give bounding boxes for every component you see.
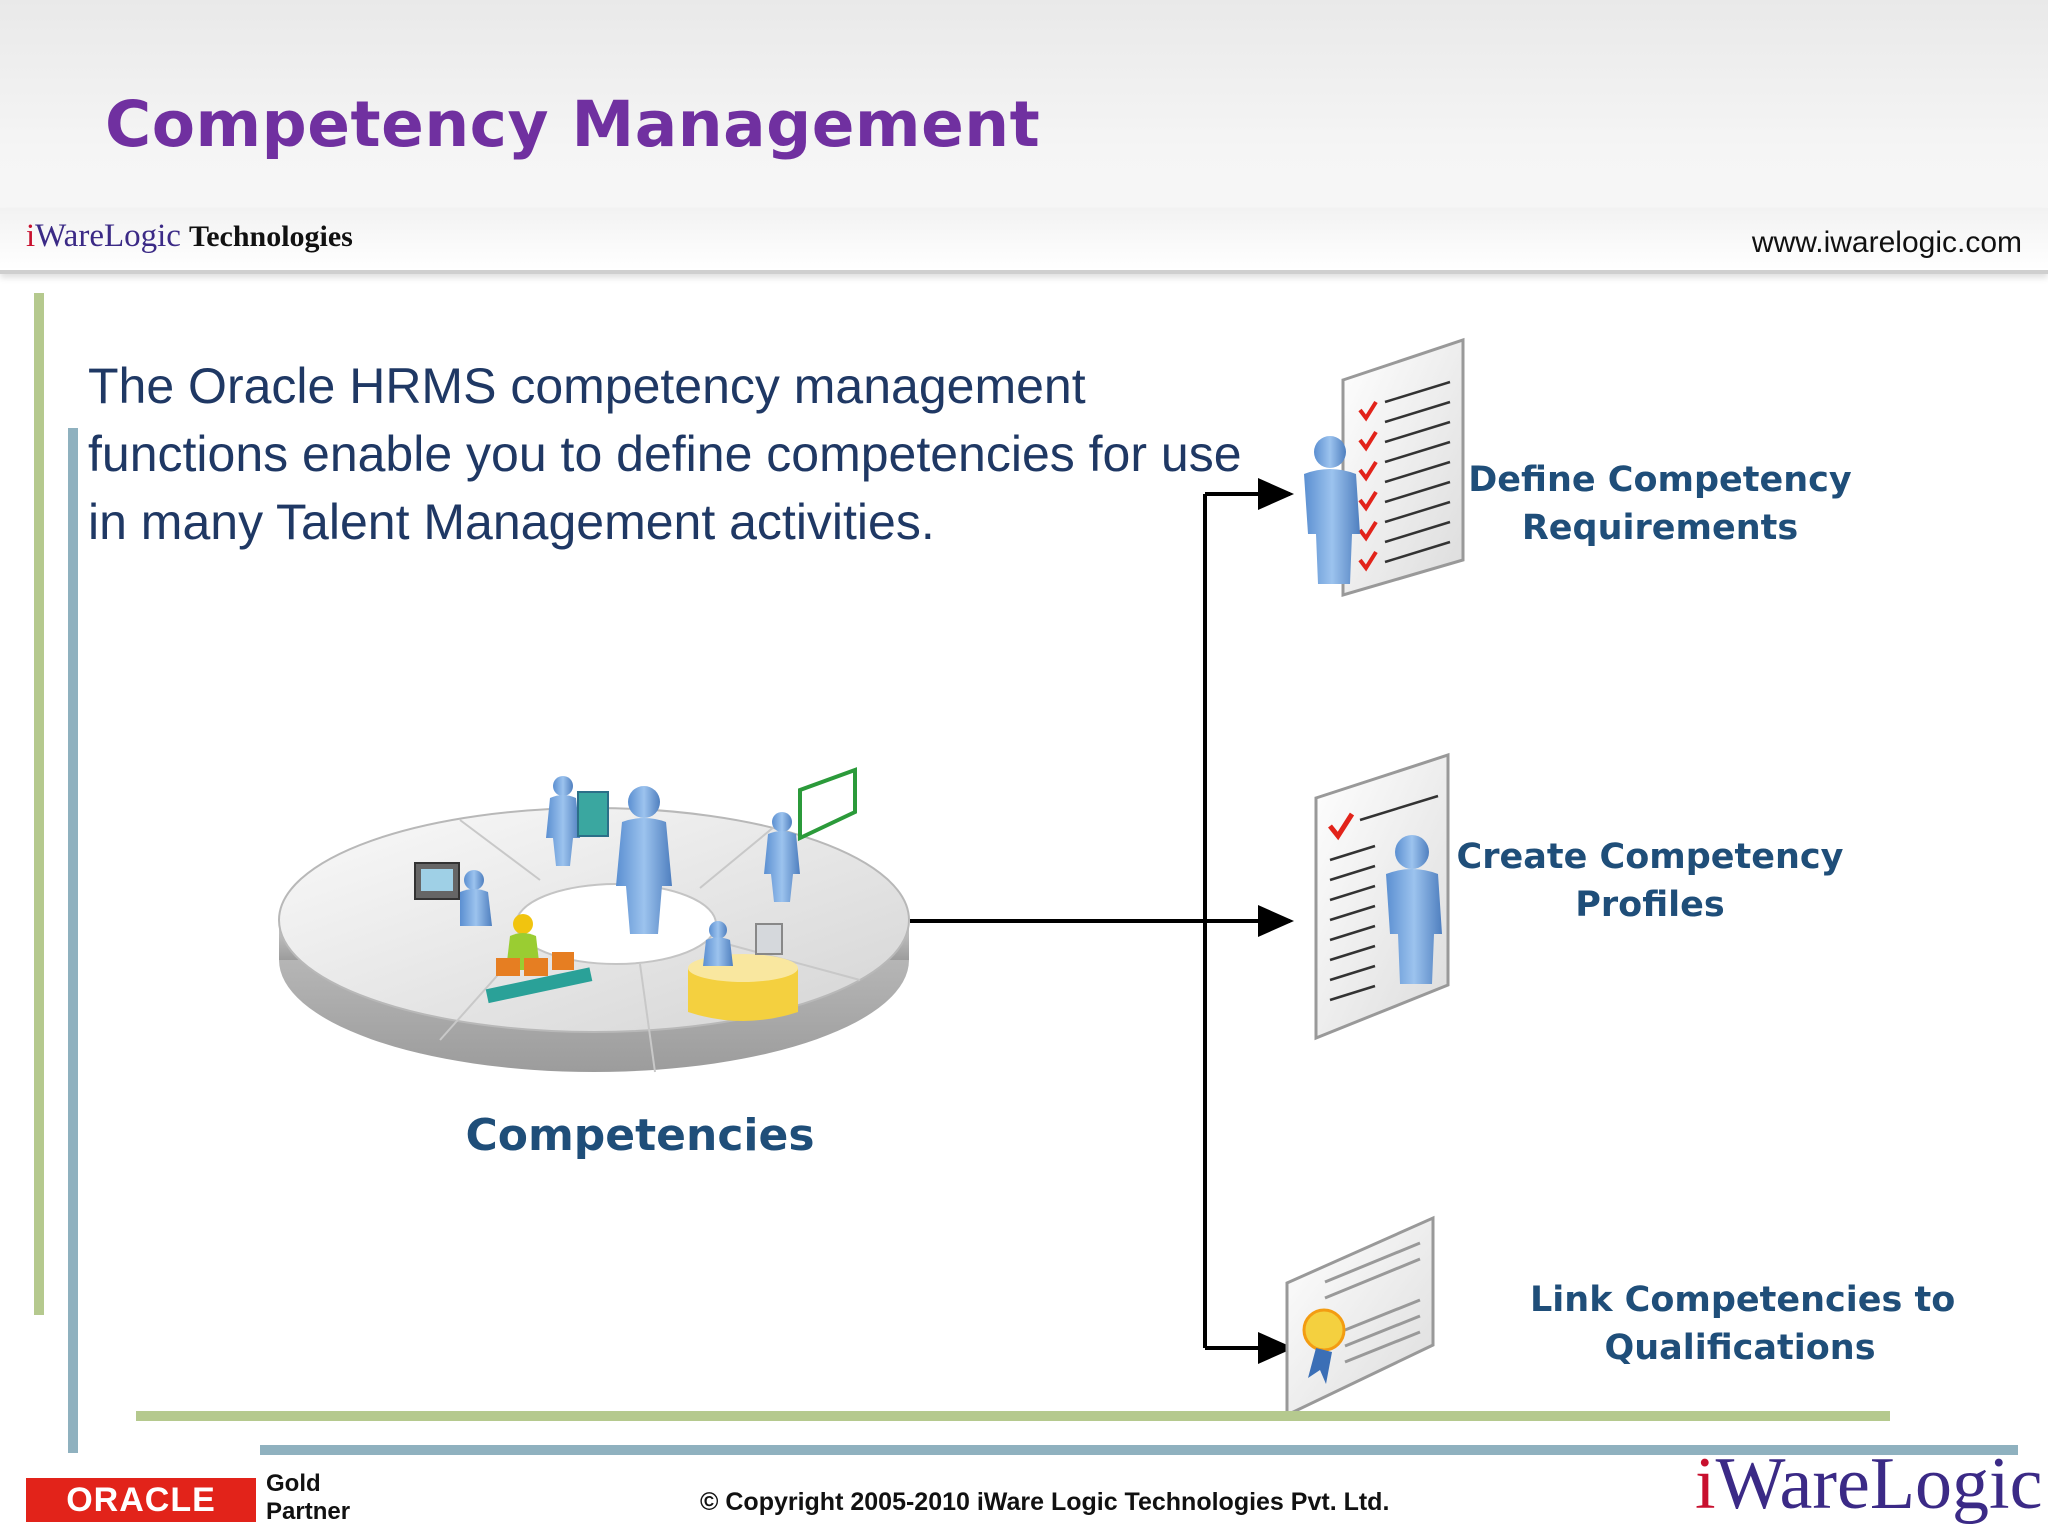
presenter-icon <box>764 767 857 902</box>
gold-text: Gold <box>266 1470 321 1497</box>
website-url: www.iwarelogic.com <box>1751 226 2022 259</box>
create-profiles-line1: Create Competency <box>1456 837 1844 877</box>
engineer-icon <box>546 776 609 866</box>
competencies-platform-illustration <box>278 767 910 1073</box>
partner-text: Partner <box>266 1498 351 1525</box>
define-requirements-line1: Define Competency <box>1468 460 1852 500</box>
footer-rule-blue <box>260 1445 2018 1455</box>
define-requirements-label: Define Competency Requirements <box>1430 456 1890 552</box>
brand-bar <box>0 208 2048 274</box>
footer-logo-i: i <box>1695 1443 1716 1525</box>
brand-logo-i: i <box>26 218 36 254</box>
help-desk-icon <box>688 921 798 1021</box>
brand-logo-name: WareLogic <box>35 218 181 254</box>
footer-logo: iWareLogic <box>1695 1444 2042 1524</box>
footer-rule-green <box>136 1411 1890 1421</box>
link-qualifications-line2: Qualifications <box>1604 1328 1876 1368</box>
computer-user-icon <box>414 862 492 926</box>
competencies-label: Competencies <box>465 1110 815 1161</box>
certificate-icon <box>1285 1215 1435 1418</box>
brand-logo-suffix: Technologies <box>188 220 353 253</box>
link-qualifications-line1: Link Competencies to <box>1530 1280 1956 1320</box>
connector-lines <box>910 478 1294 1364</box>
intro-paragraph: The Oracle HRMS competency management fu… <box>88 358 1242 550</box>
gold-partner-text: Gold Partner <box>266 1470 350 1526</box>
link-qualifications-label: Link Competencies to Qualifications <box>1530 1276 1956 1372</box>
accent-bar-blue <box>68 428 78 1453</box>
create-profiles-line2: Profiles <box>1575 885 1725 925</box>
slide-title: Competency Management <box>105 88 1041 161</box>
footer-logo-name: WareLogic <box>1715 1443 2043 1525</box>
copyright-text: © Copyright 2005-2010 iWare Logic Techno… <box>700 1488 1390 1516</box>
accent-bar-green <box>34 293 44 1315</box>
create-profiles-label: Create Competency Profiles <box>1420 833 1880 929</box>
oracle-logo: ORACLE <box>26 1478 256 1522</box>
define-requirements-line2: Requirements <box>1521 508 1799 548</box>
person-center-icon <box>616 786 672 934</box>
factory-worker-icon <box>485 914 593 1004</box>
